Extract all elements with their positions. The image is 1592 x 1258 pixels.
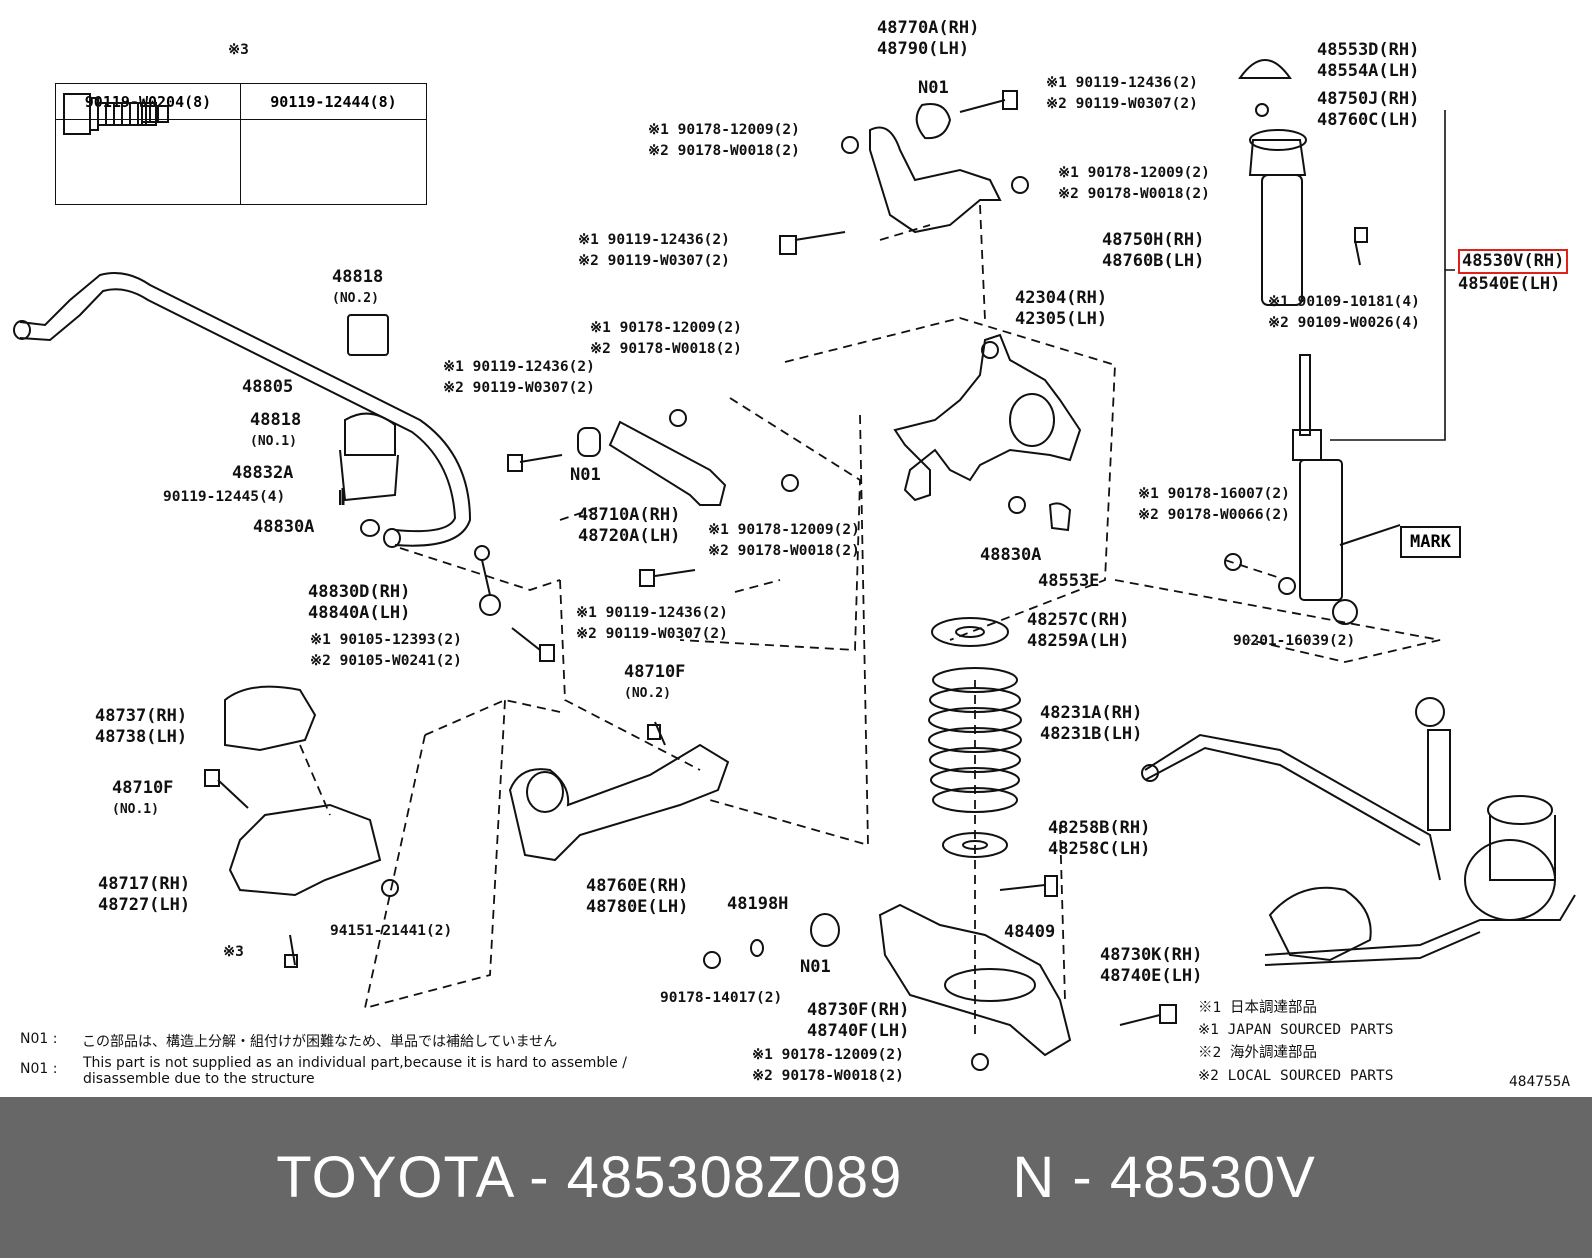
bushing-48818-no2 (347, 314, 389, 356)
label-48730f[interactable]: 48730F(RH)48740F(LH) (807, 1000, 910, 1041)
label-90178-12009-c[interactable]: ※1 90178-12009(2)※2 90178-W0018(2) (590, 320, 742, 357)
bushing-n01-top (915, 103, 952, 140)
nut-icons (381, 103, 1296, 1071)
label-48818-no2[interactable]: 48818(NO.2) (332, 267, 384, 306)
footer-brand-part: TOYOTA - 485308Z089 (276, 1145, 903, 1210)
label-90119-12436-top[interactable]: ※1 90119-12436(2)※2 90119-W0307(2) (1046, 75, 1198, 112)
label-90178-16007[interactable]: ※1 90178-16007(2)※2 90178-W0066(2) (1138, 486, 1290, 523)
label-48750h[interactable]: 48750H(RH)48760B(LH) (1102, 230, 1205, 271)
washer-48198h (750, 939, 764, 957)
label-48770a[interactable]: 48770A(RH)48790(LH) (877, 18, 980, 59)
label-90119-12445[interactable]: 90119-12445(4) (163, 489, 286, 505)
label-48231a[interactable]: 48231A(RH)48231B(LH) (1040, 703, 1143, 744)
note-n01-jp: この部品は、構造上分解・組付けが困難なため、単品では補給していません (82, 1034, 558, 1050)
label-48830d[interactable]: 48830D(RH)48840A(LH) (308, 582, 411, 623)
label-48830a-left[interactable]: 48830A (253, 517, 315, 537)
label-48710f-no1[interactable]: 48710F(NO.1) (112, 778, 174, 817)
footer-n-ref: N - 48530V (1012, 1145, 1316, 1210)
bolt-table-col1: 90119-W0204(8) (56, 84, 241, 120)
footer-bar (0, 1097, 1592, 1258)
bushing-n01-mid (577, 427, 601, 457)
label-48805[interactable]: 48805 (242, 377, 294, 397)
label-90178-12009-d[interactable]: ※1 90178-12009(2)※2 90178-W0018(2) (708, 522, 860, 559)
stabilizer-bar-48805 (13, 272, 472, 548)
note-n01-en-key: N01 : (20, 1061, 58, 1077)
label-48710a[interactable]: 48710A(RH)48720A(LH) (578, 505, 681, 546)
legend-japan-jp: ※1 日本調達部品 (1198, 1000, 1317, 1016)
label-90178-12009-b[interactable]: ※1 90178-12009(2)※2 90178-W0018(2) (1058, 165, 1210, 202)
legend-japan-en: ※1 JAPAN SOURCED PARTS (1198, 1022, 1394, 1038)
parts-diagram: ※3 90119-W0204(8) 90119-12444(8) 48770A(… (13, 18, 1576, 1090)
bolt-table-col2: 90119-12444(8) (241, 84, 426, 120)
bushing-n01-bottom (810, 913, 840, 947)
shock-absorber-48530v (1292, 354, 1401, 625)
coil-spring-48231a (928, 667, 1022, 813)
label-48530v-highlight[interactable]: 48530V(RH)48540E(LH) (1458, 249, 1569, 295)
note-n01-en-1: This part is not supplied as an individu… (83, 1055, 627, 1071)
label-48257c[interactable]: 48257C(RH)48259A(LH) (1027, 610, 1130, 651)
label-ref-3-bottom: ※3 (223, 944, 244, 960)
label-48710f-no2[interactable]: 48710F(NO.2) (624, 662, 686, 701)
label-48717[interactable]: 48717(RH)48727(LH) (98, 874, 191, 915)
label-90178-14017[interactable]: 90178-14017(2) (660, 990, 783, 1006)
label-90178-12009-a[interactable]: ※1 90178-12009(2)※2 90178-W0018(2) (648, 122, 800, 159)
label-n01-mid: N01 (570, 465, 601, 485)
lateral-link-48710a (608, 420, 727, 506)
note-n01-en-2: disassemble due to the structure (83, 1071, 315, 1087)
stabilizer-link-48830d (474, 545, 501, 616)
label-48830a-mid[interactable]: 48830A (980, 545, 1042, 565)
label-90119-12436-c[interactable]: ※1 90119-12436(2)※2 90119-W0307(2) (443, 359, 595, 396)
label-90119-12436-d[interactable]: ※1 90119-12436(2)※2 90119-W0307(2) (576, 605, 728, 642)
label-48553d[interactable]: 48553D(RH)48554A(LH) (1317, 40, 1420, 81)
label-48553e[interactable]: 48553E (1038, 571, 1100, 591)
bolt-cell-2 (63, 93, 426, 204)
bolt-reference-table: 90119-W0204(8) 90119-12444(8) (55, 83, 427, 205)
spring-seat-48257c (931, 617, 1009, 647)
dashed-guide-lines (299, 204, 1441, 1040)
label-94151-21441[interactable]: 94151-21441(2) (330, 923, 453, 939)
diagram-drawing (13, 59, 1576, 1071)
label-48258b[interactable]: 48258B(RH)48258C(LH) (1048, 818, 1151, 859)
lower-arm-48730f (878, 903, 1072, 1057)
cap-48553d (1238, 59, 1292, 79)
drawing-code: 484755A (1509, 1074, 1571, 1090)
label-90201-16039[interactable]: 90201-16039(2) (1233, 633, 1356, 649)
bump-stopper-48750h (1248, 129, 1307, 306)
bushing-48818-no1 (344, 412, 396, 456)
assembled-suspension-view (1141, 697, 1576, 966)
label-n01-bottom: N01 (800, 957, 831, 977)
label-42304[interactable]: 42304(RH)42305(LH) (1015, 288, 1108, 329)
ref-mark-3: ※3 (228, 42, 249, 58)
bracket-48832a (339, 449, 399, 502)
bushing-48553e (1048, 502, 1072, 532)
footer-caption: TOYOTA - 485308Z089 N - 48530V (0, 1097, 1592, 1258)
bracket-48717 (228, 803, 382, 897)
label-48198h[interactable]: 48198H (727, 894, 789, 914)
label-90109-10181[interactable]: ※1 90109-10181(4)※2 90109-W0026(4) (1268, 294, 1420, 331)
label-48818-no1[interactable]: 48818(NO.1) (250, 410, 302, 449)
label-90105-12393[interactable]: ※1 90105-12393(2)※2 90105-W0241(2) (310, 632, 462, 669)
upper-arm-48770a (869, 126, 1002, 234)
label-48409[interactable]: 48409 (1004, 922, 1056, 942)
label-48760e[interactable]: 48760E(RH)48780E(LH) (586, 876, 689, 917)
label-90178-12009-e[interactable]: ※1 90178-12009(2)※2 90178-W0018(2) (752, 1047, 904, 1084)
label-48832a[interactable]: 48832A (232, 463, 294, 483)
legend-local-jp: ※2 海外調達部品 (1198, 1045, 1317, 1061)
label-n01-top: N01 (918, 78, 949, 98)
label-90119-12436-b[interactable]: ※1 90119-12436(2)※2 90119-W0307(2) (578, 232, 730, 269)
label-48737[interactable]: 48737(RH)48738(LH) (95, 706, 188, 747)
trailing-arm-48760e (508, 743, 730, 862)
bolt-icon (63, 93, 169, 135)
spring-seat-48258b (942, 832, 1008, 858)
cover-48737 (224, 685, 317, 752)
knuckle-42304 (893, 333, 1082, 502)
mark-label: MARK (1400, 526, 1461, 558)
legend-local-en: ※2 LOCAL SOURCED PARTS (1198, 1068, 1394, 1084)
label-48730k[interactable]: 48730K(RH)48740E(LH) (1100, 945, 1203, 986)
note-n01-jp-key: N01 : (20, 1031, 58, 1047)
bolt-icons (204, 90, 1368, 1026)
label-48750j[interactable]: 48750J(RH)48760C(LH) (1317, 89, 1420, 130)
